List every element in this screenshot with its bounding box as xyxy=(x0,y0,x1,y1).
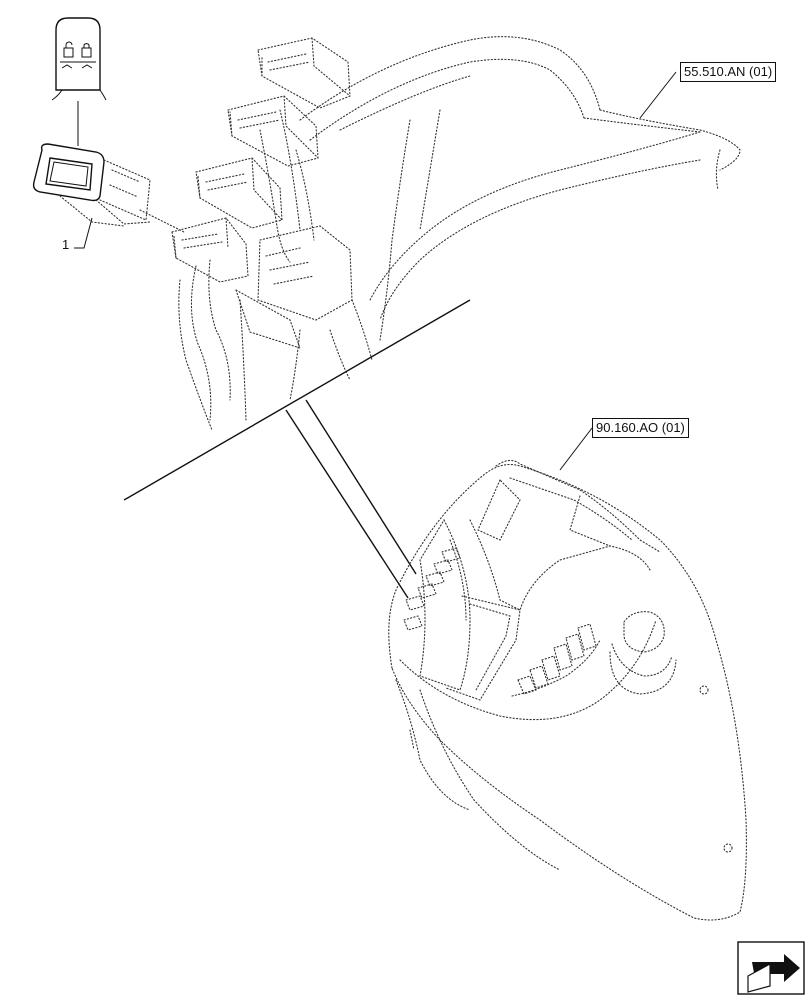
callout-item-1: 1 xyxy=(62,237,70,252)
ref-bottom-leader xyxy=(559,427,593,471)
switch-symbol-icon xyxy=(51,17,107,101)
ref-top-leader xyxy=(639,71,677,119)
next-page-arrow-icon[interactable] xyxy=(737,941,805,995)
callout-1-leader xyxy=(74,217,93,249)
rocker-switch xyxy=(32,143,151,227)
side-console-assembly xyxy=(388,459,747,921)
detail-separator-line xyxy=(123,299,471,501)
placement-line xyxy=(139,209,185,233)
cab-frame-assembly xyxy=(171,36,741,431)
ref-label-90-160-ao[interactable]: 90.160.AO (01) xyxy=(592,418,689,438)
ref-label-55-510-an[interactable]: 55.510.AN (01) xyxy=(680,62,777,82)
detail-pointer-left xyxy=(285,409,409,599)
detail-pointer-right xyxy=(305,399,417,575)
